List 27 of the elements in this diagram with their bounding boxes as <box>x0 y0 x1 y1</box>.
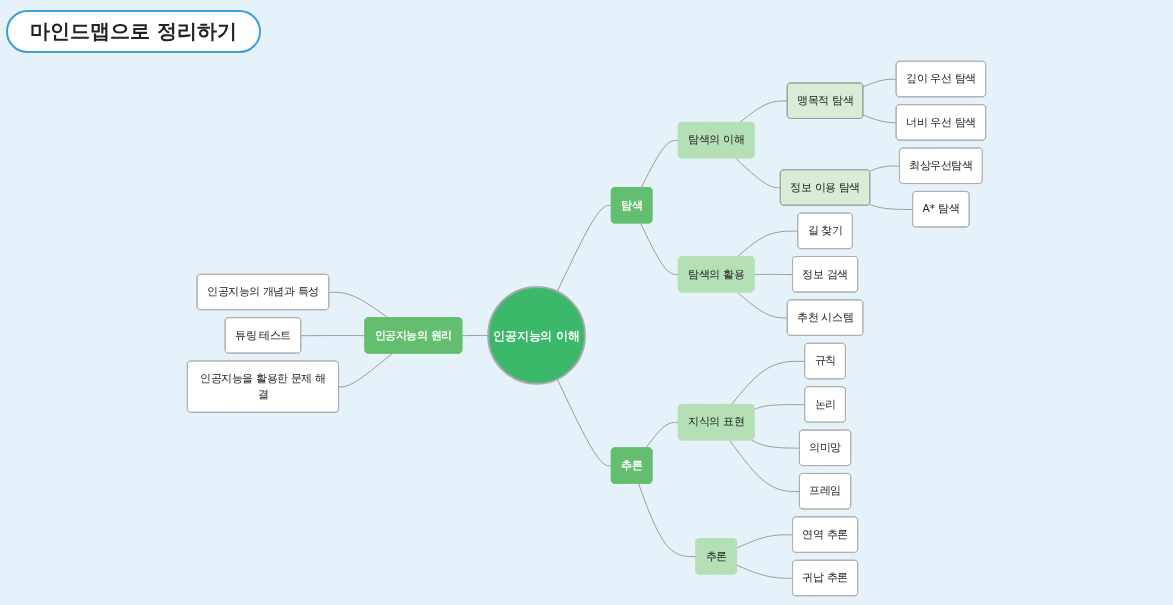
title: 마인드맵으로 정리하기 <box>6 10 261 53</box>
connector <box>751 439 801 449</box>
connector <box>729 439 801 493</box>
node-circle: 인공지능의 이해 <box>487 286 586 385</box>
connector <box>556 205 613 293</box>
connector <box>736 564 794 579</box>
connector <box>328 291 389 319</box>
connector <box>300 335 366 337</box>
connector <box>753 273 794 276</box>
connector <box>640 139 680 189</box>
connector <box>735 157 782 189</box>
connector <box>736 291 789 319</box>
connector <box>753 404 806 410</box>
connector <box>338 353 393 388</box>
connector <box>461 334 489 337</box>
connector <box>736 230 799 258</box>
connector <box>638 483 697 558</box>
connector <box>738 100 789 124</box>
connector <box>556 378 613 467</box>
connector <box>730 360 806 406</box>
connector <box>640 222 680 276</box>
connector <box>862 114 897 124</box>
connector <box>868 203 914 210</box>
connector <box>862 78 897 88</box>
connector <box>736 534 794 549</box>
connector <box>868 165 901 172</box>
connector <box>645 421 680 449</box>
